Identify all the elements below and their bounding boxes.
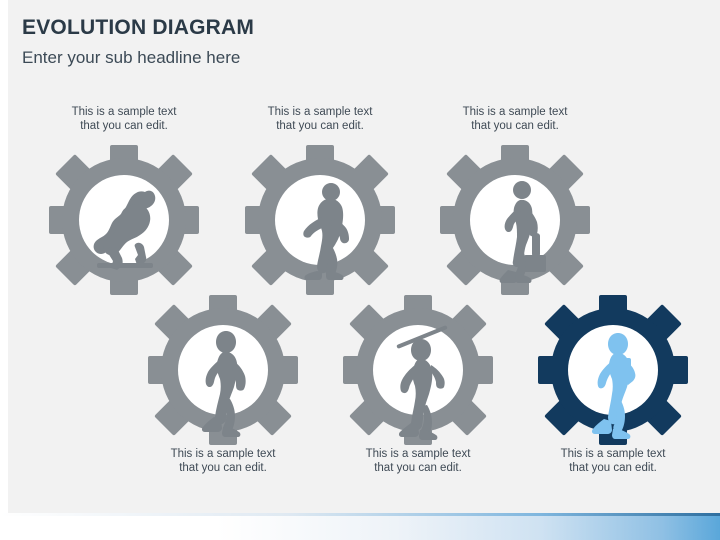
stage-5-gear[interactable] bbox=[343, 295, 493, 445]
stage-4[interactable]: This is a sample text that you can edit. bbox=[148, 295, 298, 474]
bottom-gradient-band bbox=[0, 516, 720, 540]
stage-2-gear[interactable] bbox=[245, 145, 395, 295]
stage-5-caption-line1: This is a sample text bbox=[365, 448, 471, 460]
stage-1-caption-line1: This is a sample text bbox=[71, 106, 177, 118]
stage-1-caption: This is a sample text that you can edit. bbox=[49, 105, 199, 133]
page-subtitle: Enter your sub headline here bbox=[22, 48, 241, 67]
gear-icon bbox=[49, 145, 199, 295]
stage-1-caption-line2: that you can edit. bbox=[80, 120, 168, 132]
figure-modern-man-with-briefcase bbox=[499, 181, 546, 283]
stage-3-gear[interactable] bbox=[440, 145, 590, 295]
gear-icon bbox=[148, 295, 298, 445]
stage-5-caption: This is a sample text that you can edit. bbox=[343, 447, 493, 475]
stage-4-gear[interactable] bbox=[148, 295, 298, 445]
stage-6-caption-line2: that you can edit. bbox=[569, 462, 657, 474]
gear-icon bbox=[538, 295, 688, 445]
stage-6-caption-line1: This is a sample text bbox=[560, 448, 666, 460]
figure-hunter-with-spear bbox=[396, 325, 448, 440]
stage-3-caption-line2: that you can edit. bbox=[471, 120, 559, 132]
left-accent-bar bbox=[0, 0, 8, 540]
stage-3[interactable]: This is a sample text that you can edit. bbox=[440, 106, 590, 295]
stage-2[interactable]: This is a sample text that you can edit. bbox=[245, 106, 395, 295]
stage-4-caption-line2: that you can edit. bbox=[179, 462, 267, 474]
stage-1[interactable]: This is a sample text that you can edit. bbox=[49, 106, 199, 295]
stage-5-caption-line2: that you can edit. bbox=[374, 462, 462, 474]
stage-6-caption: This is a sample text that you can edit. bbox=[538, 447, 688, 475]
page-title: EVOLUTION DIAGRAM bbox=[22, 16, 255, 39]
stage-4-caption: This is a sample text that you can edit. bbox=[148, 447, 298, 475]
gear-icon bbox=[245, 145, 395, 295]
figure-upright-hominid bbox=[201, 331, 246, 437]
stage-6-gear[interactable] bbox=[538, 295, 688, 445]
stage-5[interactable]: This is a sample text that you can edit. bbox=[343, 295, 493, 474]
stage-2-caption-line1: This is a sample text bbox=[267, 106, 373, 118]
figure-early-hominid-walking bbox=[303, 183, 349, 280]
gear-icon bbox=[440, 145, 590, 295]
stage-4-caption-line1: This is a sample text bbox=[170, 448, 276, 460]
bottom-accent-line bbox=[0, 513, 720, 516]
stage-1-gear[interactable] bbox=[49, 145, 199, 295]
figure-ape-knuckle-walking bbox=[93, 190, 156, 270]
stage-3-caption-line1: This is a sample text bbox=[462, 106, 568, 118]
gear-icon bbox=[343, 295, 493, 445]
stage-2-caption-line2: that you can edit. bbox=[276, 120, 364, 132]
stage-3-caption: This is a sample text that you can edit. bbox=[440, 105, 590, 133]
stage-6[interactable]: This is a sample text that you can edit. bbox=[538, 295, 688, 474]
figure-man-with-smartphone bbox=[591, 333, 636, 439]
stage-2-caption: This is a sample text that you can edit. bbox=[245, 105, 395, 133]
